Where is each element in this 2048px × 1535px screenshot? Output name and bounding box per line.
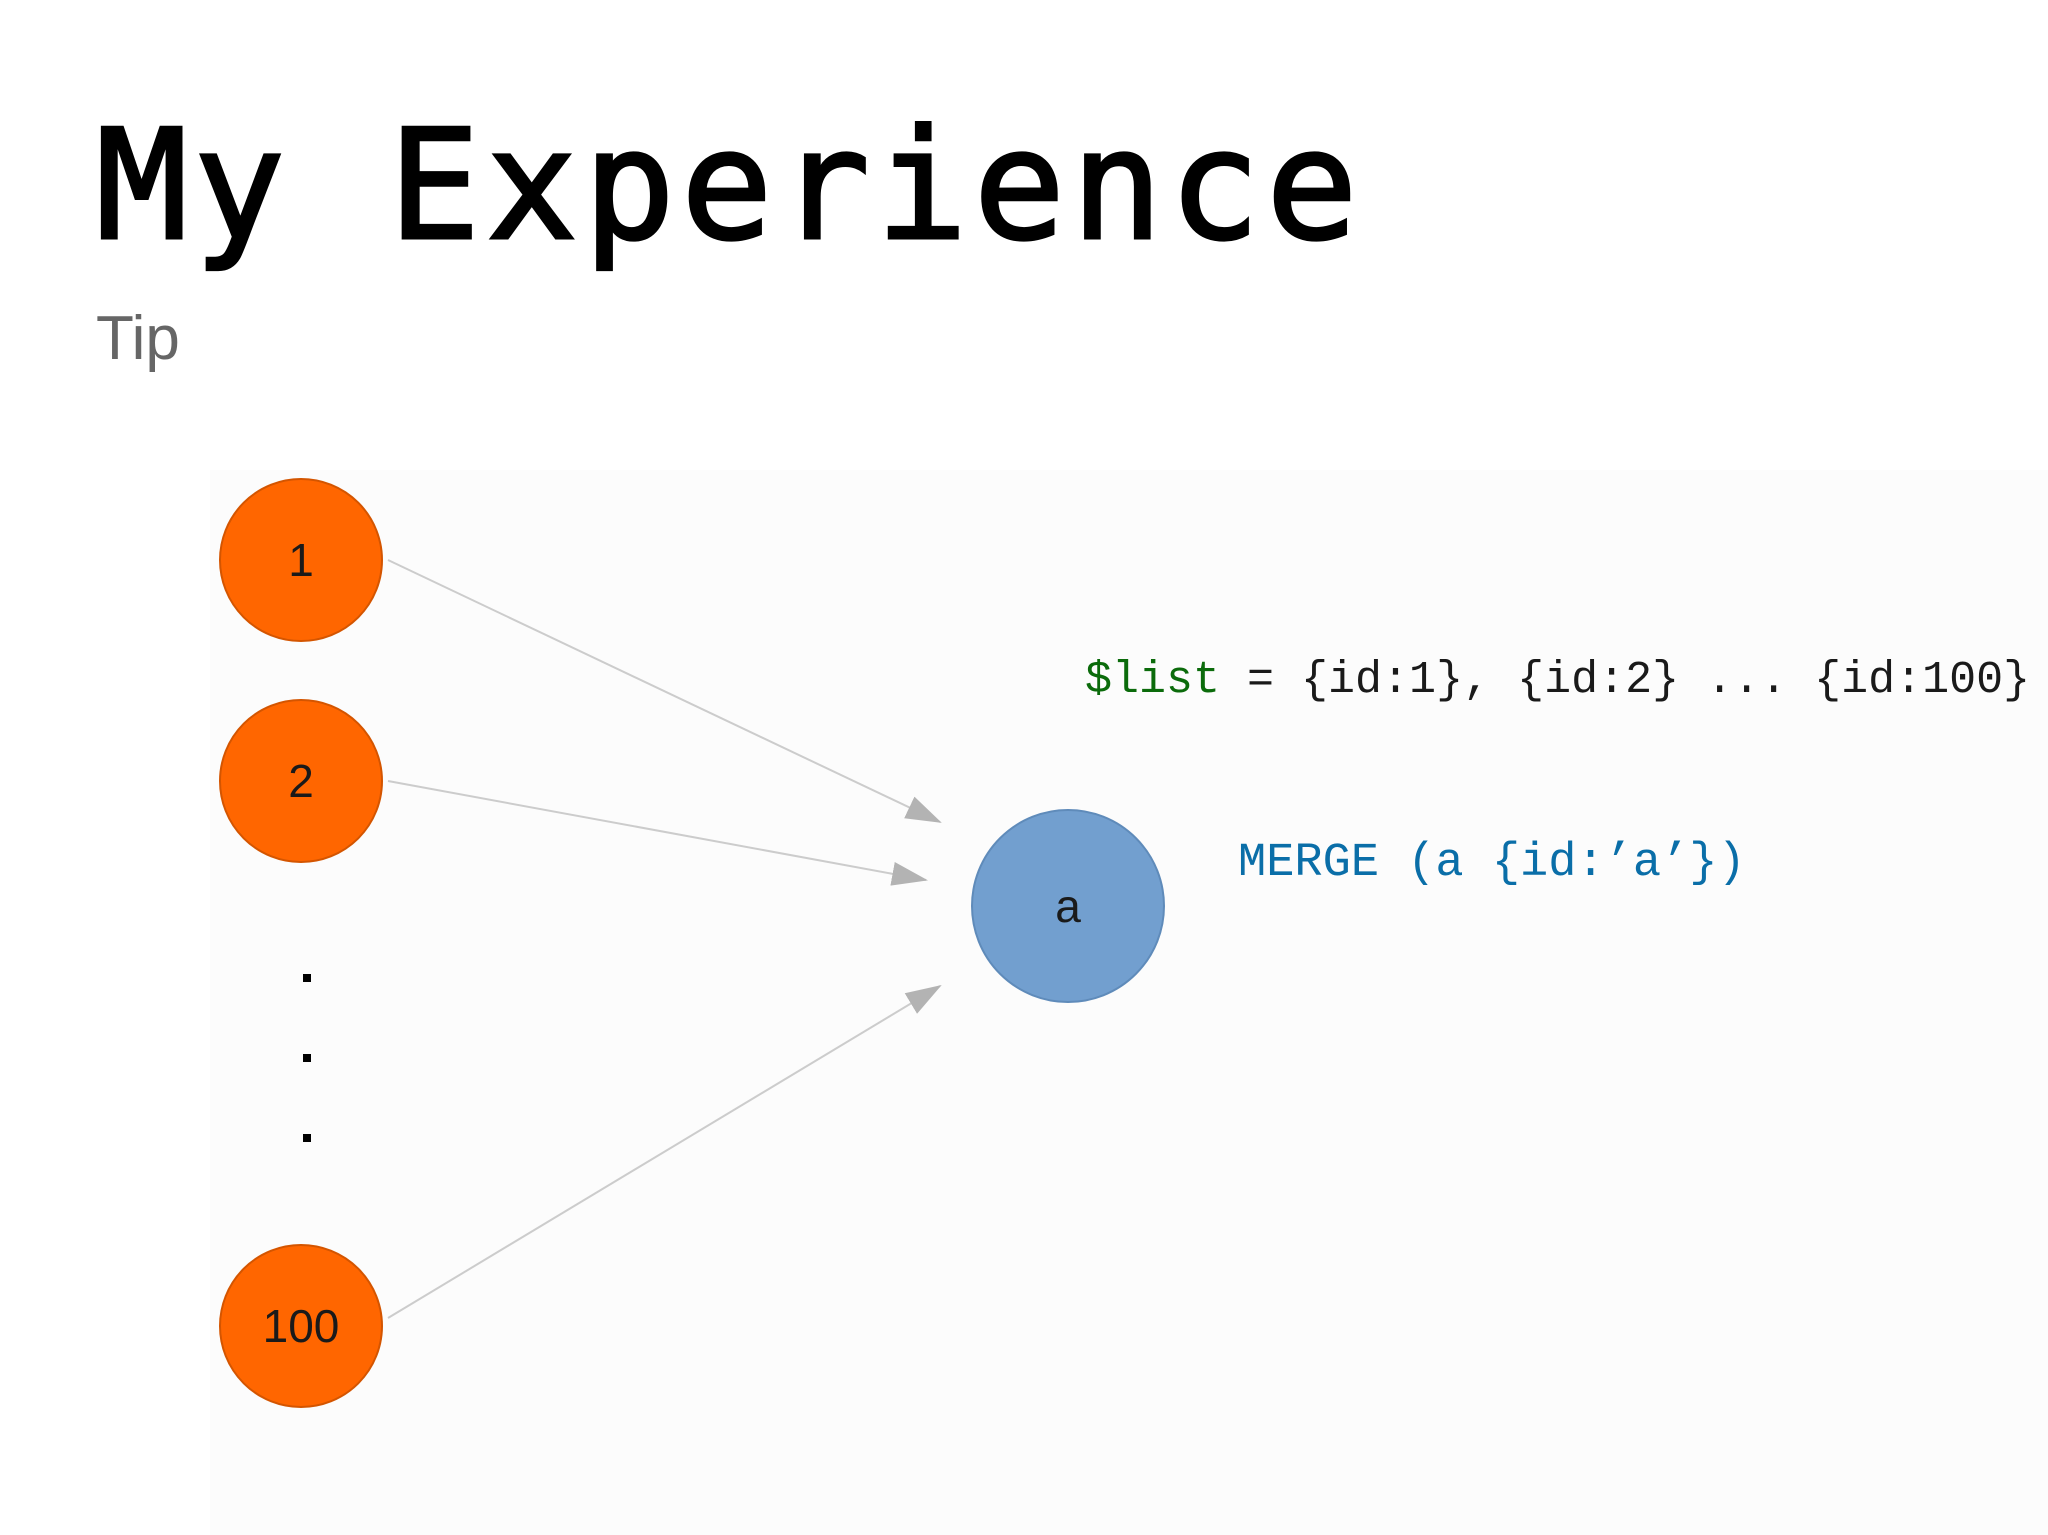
source-node-2-label: 2 bbox=[288, 755, 314, 807]
target-node-a-circle bbox=[971, 809, 1165, 1003]
edge-100-to-a bbox=[387, 984, 942, 1319]
target-node-a[interactable]: a bbox=[971, 809, 1165, 1003]
source-node-100[interactable]: 100 bbox=[219, 1244, 383, 1408]
target-node-a-label: a bbox=[1055, 880, 1081, 932]
ellipsis-dot-2 bbox=[303, 1054, 311, 1062]
source-node-1-circle bbox=[219, 478, 383, 642]
slide-subtitle: Tip bbox=[96, 304, 180, 373]
source-node-2[interactable]: 2 bbox=[219, 699, 383, 863]
edge-2-to-a bbox=[387, 780, 928, 886]
list-variable: $list bbox=[1085, 655, 1221, 706]
source-node-100-label: 100 bbox=[263, 1300, 340, 1352]
ellipsis-dot-3 bbox=[303, 1134, 311, 1142]
ellipsis-dot-1 bbox=[303, 974, 311, 982]
merge-statement: MERGE (a {id:’a’}) bbox=[1238, 837, 1746, 890]
slide-title: My Experience bbox=[95, 97, 1364, 274]
diagram-background bbox=[210, 470, 2048, 1535]
edge-1-to-a bbox=[387, 559, 942, 823]
source-node-1-label: 1 bbox=[288, 534, 314, 586]
source-node-100-circle bbox=[219, 1244, 383, 1408]
source-node-2-circle bbox=[219, 699, 383, 863]
source-node-1[interactable]: 1 bbox=[219, 478, 383, 642]
list-value: = {id:1}, {id:2} ... {id:100} bbox=[1220, 655, 2031, 706]
list-assignment: $list = {id:1}, {id:2} ... {id:100} bbox=[1085, 658, 2030, 703]
ellipsis-dots bbox=[303, 974, 311, 1142]
